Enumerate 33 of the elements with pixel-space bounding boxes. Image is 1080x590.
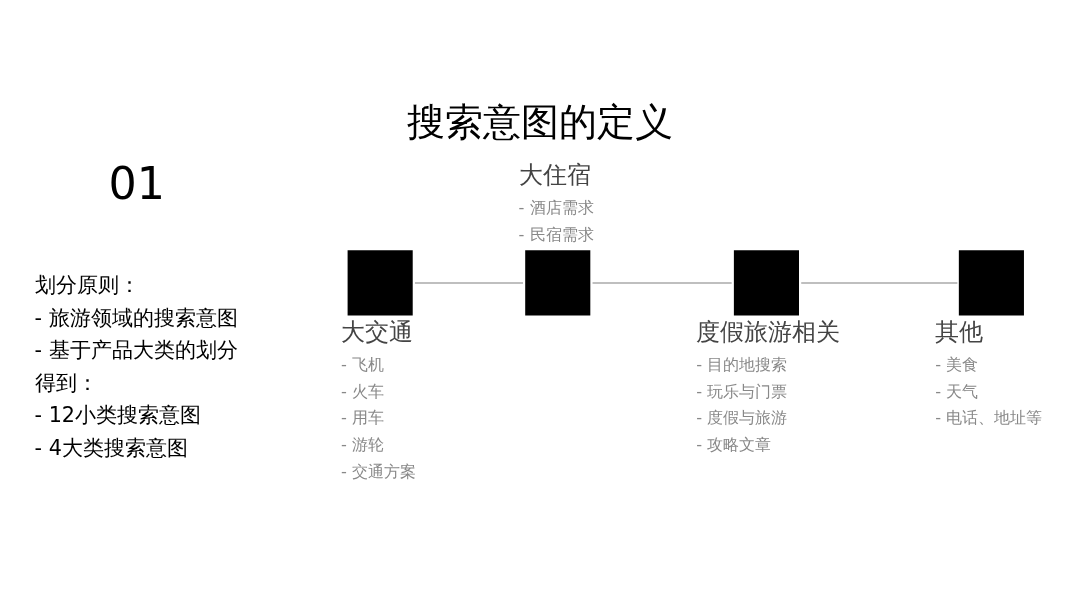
label: - 12小类搜索意图	[34, 402, 202, 427]
node-box	[525, 249, 591, 315]
node-label: 度假旅游相关	[696, 317, 841, 346]
node-label: - 飞机	[340, 354, 384, 374]
label: - 4大类搜索意图	[34, 435, 188, 460]
node-label: - 电话、地址等	[935, 407, 1043, 427]
connector	[591, 281, 733, 284]
node-label: 其他	[935, 317, 984, 346]
node-label: - 美食	[935, 354, 979, 374]
connector	[800, 281, 959, 284]
node-label: - 游轮	[340, 434, 384, 454]
node-label: - 玩乐与门票	[696, 381, 788, 401]
label: 得到：	[34, 370, 98, 395]
diagram-title: 搜索意图的定义	[407, 98, 673, 144]
node-label: 大住宿	[518, 160, 591, 189]
node-box	[347, 249, 413, 315]
node-box	[733, 249, 799, 315]
node-label: - 攻略文章	[696, 434, 772, 454]
node-box	[958, 249, 1024, 315]
node-label: - 目的地搜索	[696, 354, 788, 374]
node-label: - 天气	[935, 381, 979, 401]
label: 01	[108, 157, 165, 209]
node-label: - 火车	[340, 381, 384, 401]
label: - 基于产品大类的划分	[34, 337, 238, 362]
label: - 旅游领域的搜索意图	[34, 305, 238, 330]
node-label: - 度假与旅游	[696, 407, 788, 427]
node-label: - 用车	[340, 407, 384, 427]
node-label: - 民宿需求	[518, 224, 594, 244]
node-label: 大交通	[340, 317, 413, 346]
node-label: - 酒店需求	[518, 197, 594, 217]
connector	[414, 281, 524, 284]
label: 划分原则：	[34, 272, 140, 297]
node-label: - 交通方案	[340, 461, 416, 480]
